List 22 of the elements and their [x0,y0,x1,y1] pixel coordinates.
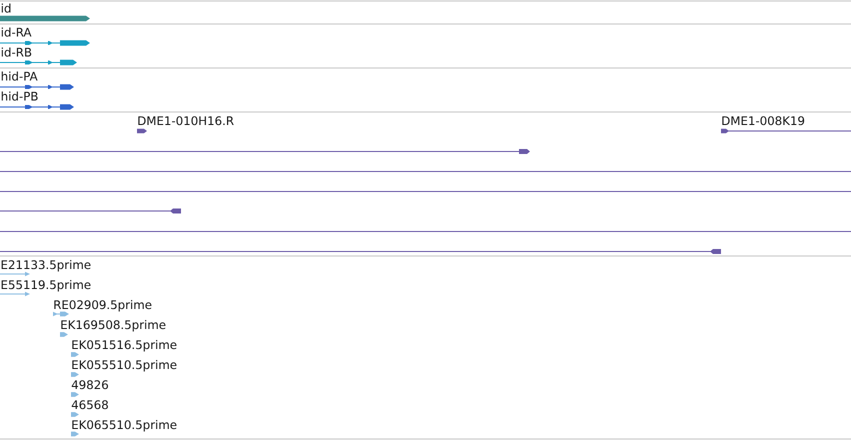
feature-line [0,191,851,192]
feature-glyph [0,149,530,154]
feature-label: 49826 [72,380,108,390]
feature-label: E21133.5prime [2,260,90,272]
feature-label: EK051516.5prime [72,340,176,352]
feature-label: RE02909.5prime [54,300,152,312]
feature-label: hid-PB [2,92,38,101]
feature-label: EK169508.5prime [61,320,166,332]
feature-glyph [0,249,721,254]
feature-label: DME1-010H16.R [138,116,234,126]
feature-label: 46568 [72,400,108,410]
feature-label: id-RB [2,48,32,57]
feature-label: id-RA [2,28,32,37]
feature-label: EK055510.5prime [72,360,176,372]
feature-line [0,231,851,232]
feature-label: hid-PA [2,72,38,81]
feature-label: EK065510.5prime [72,420,176,432]
feature-label: E55119.5prime [2,280,90,292]
feature-line [0,171,851,172]
feature-label: id [2,4,10,13]
feature-label: DME1-008K19 [722,116,804,126]
feature-glyph [0,208,181,214]
